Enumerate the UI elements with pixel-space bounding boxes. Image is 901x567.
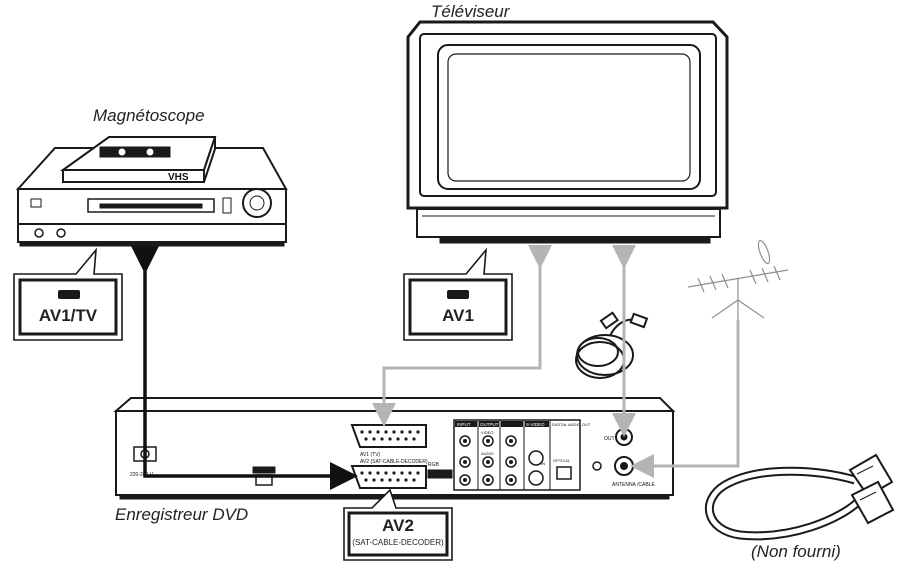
dvd-label-power: 220-240 V (130, 472, 154, 478)
dvd-label-av1: AV1 (TV) (360, 452, 381, 458)
television (406, 20, 729, 244)
dvd-label-audio: AUDIO (481, 451, 494, 456)
rf-link-antenna-dvd (630, 320, 740, 478)
callout-tv-label: AV1 (442, 306, 474, 325)
dvd-label-input: INPUT (457, 422, 471, 427)
dvd-label-svideo: S-VIDEO (526, 422, 545, 427)
dvd-label-optical: OPTICAL (553, 458, 571, 463)
antenna (687, 240, 789, 320)
callout-tv (403, 247, 513, 341)
dvd-label-digital: DIGITAL AUDIO OUT (552, 422, 591, 427)
callout-dvd-label: AV2 (382, 516, 414, 535)
scart-link-vcr-dvd (131, 246, 358, 490)
vcr (15, 136, 288, 247)
caption-vcr: Magnétoscope (93, 106, 205, 125)
callout-vcr-label: AV1/TV (38, 306, 98, 325)
dvd-label-rgb: RGB (428, 462, 440, 468)
rf-cable-coil (575, 311, 649, 379)
dvd-label-av2: AV2 (SAT-CABLE-DECODER) (360, 459, 428, 465)
dvd-label-out: OUT (604, 436, 615, 442)
dvd-recorder (113, 397, 676, 500)
scart-link-tv-dvd (372, 245, 552, 427)
dvd-label-video: VIDEO (481, 430, 493, 435)
caption-not-supplied: (Non fourni) (751, 542, 841, 561)
cassette-brand: VHS (168, 172, 189, 183)
dvd-label-output: OUTPUT (480, 422, 499, 427)
caption-dvd: Enregistreur DVD (115, 505, 249, 524)
callout-dvd-sublabel: (SAT-CABLE-DECODER) (352, 538, 444, 547)
callout-dvd (343, 488, 453, 561)
dvd-label-in: IN (541, 461, 545, 466)
callout-vcr (13, 247, 123, 341)
caption-tv: Téléviseur (431, 2, 510, 21)
dvd-label-antenna: ANTENNA /CABLE (612, 482, 655, 488)
scart-cable (704, 453, 895, 541)
